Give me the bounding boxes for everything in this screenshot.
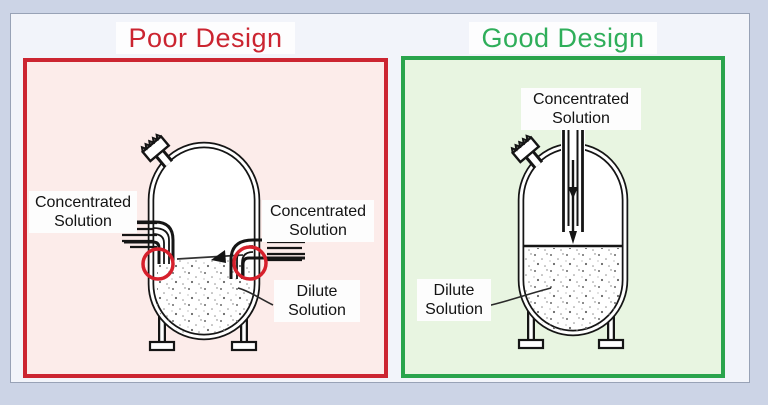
poor-design-panel: Concentrated Solution Concentrated Solut…	[23, 58, 388, 378]
good-design-title-text: Good Design	[469, 22, 657, 54]
poor-design-tank-drawing	[122, 133, 305, 352]
dilute-label-pointer-line	[237, 287, 274, 306]
dilute-solution-label: Dilute Solution	[274, 280, 360, 322]
concentrated-solution-label-left: Concentrated Solution	[29, 191, 137, 233]
diagram-frame: Poor Design Good Design	[10, 13, 750, 383]
tank-nozzle-icon	[140, 133, 174, 168]
concentrated-solution-label-right: Concentrated Solution	[262, 200, 374, 242]
right-inlet-pipe	[229, 238, 305, 279]
dilute-solution-liquid	[525, 248, 621, 332]
flow-arrow-tip	[569, 231, 577, 244]
poor-design-title-text: Poor Design	[116, 22, 295, 54]
flow-arrow	[211, 250, 226, 263]
tank-nozzle-icon	[510, 134, 544, 169]
problem-highlight-circle-left	[141, 247, 175, 281]
problem-highlight-circle-right	[232, 245, 268, 281]
concentrated-solution-label-top: Concentrated Solution	[521, 88, 641, 130]
dilute-label-pointer-line	[486, 287, 552, 307]
dilute-solution-label: Dilute Solution	[417, 279, 491, 321]
poor-design-title: Poor Design	[23, 22, 388, 54]
good-design-title: Good Design	[401, 22, 725, 54]
good-design-panel: Concentrated Solution Dilute Solution	[401, 56, 725, 378]
good-design-tank-drawing	[486, 130, 629, 350]
top-dip-pipe	[561, 130, 585, 244]
flow-arrow-upper	[568, 187, 578, 199]
